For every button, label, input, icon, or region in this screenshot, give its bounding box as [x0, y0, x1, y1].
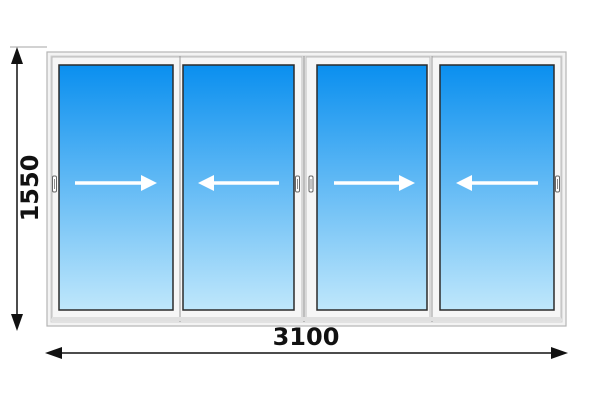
- sash-2: [179, 56, 303, 319]
- glass-pane-3: [316, 64, 428, 311]
- arrow-right-icon: [334, 175, 415, 191]
- handle-icon: [295, 175, 300, 193]
- bottom-rail: [52, 317, 561, 321]
- glass-pane-1: [58, 64, 174, 311]
- handle-icon: [555, 175, 560, 193]
- handle-icon: [52, 175, 57, 193]
- height-label: 1550: [16, 155, 44, 222]
- arrow-left-icon: [198, 175, 279, 191]
- width-label: 3100: [273, 323, 340, 351]
- arrow-right-icon: [75, 175, 157, 191]
- sash-1: [51, 56, 181, 319]
- width-dimension: [45, 347, 568, 359]
- glass-pane-2: [182, 64, 295, 311]
- glass-pane-4: [439, 64, 555, 311]
- sash-3: [305, 56, 431, 319]
- height-dimension: [10, 46, 47, 331]
- inner-frame-edge: [50, 55, 563, 323]
- handle-icon: [308, 175, 314, 193]
- arrow-left-icon: [456, 175, 538, 191]
- sash-4: [431, 56, 562, 319]
